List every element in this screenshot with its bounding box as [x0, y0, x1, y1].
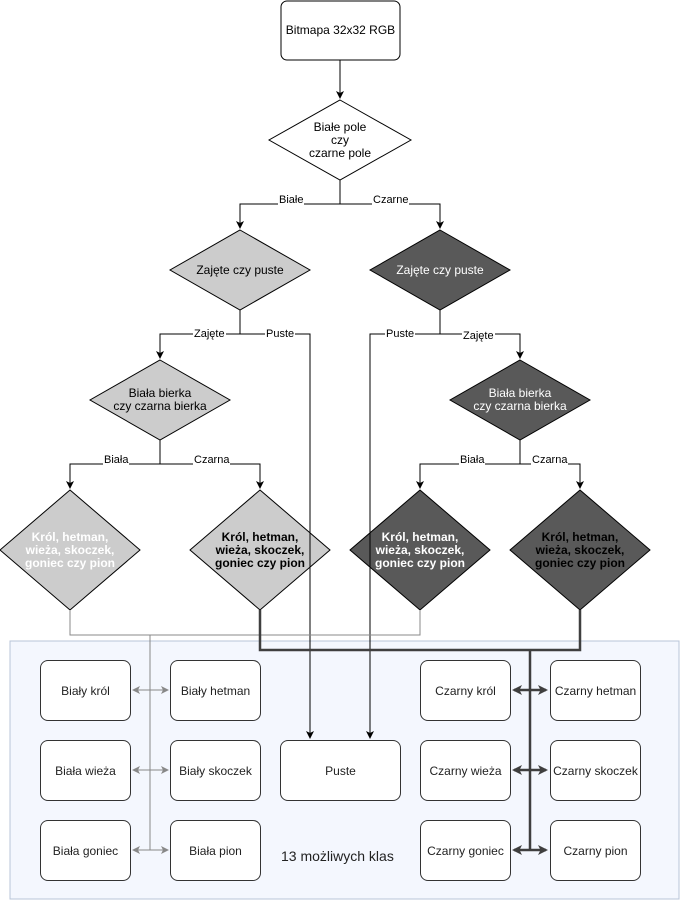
- edge-label-empty-right: Puste: [385, 328, 416, 340]
- class-white-king: Biały król: [40, 660, 131, 721]
- edge-black-pieces-bus: [258, 610, 582, 652]
- edge-label-biala-left: Biała: [103, 454, 130, 466]
- class-black-king: Czarny król: [420, 660, 511, 721]
- edge-label-occupied-left: Zajęte: [193, 328, 226, 340]
- edge-czarna-right: [520, 463, 584, 489]
- edge-label-occupied-right: Zajęte: [462, 330, 495, 342]
- class-white-pawn: Biała pion: [170, 820, 261, 881]
- class-white-bishop: Biała goniec: [40, 820, 131, 881]
- decision-occupied-white-square-label: Zajęte czy puste: [196, 262, 284, 277]
- decision-piece-type-1-label: Król, hetman, wieża, skoczek, goniec czy…: [24, 529, 115, 570]
- edge-empty-left: [240, 333, 314, 739]
- edge-label-white: Białe: [278, 194, 305, 206]
- class-black-queen: Czarny hetman: [550, 660, 641, 721]
- decision-square-color-label: Białe pole czy czarne pole: [308, 119, 372, 160]
- decision-piece-color-right-label: Biała bierka czy czarna bierka: [473, 386, 567, 413]
- decision-piece-type-2-label: Król, hetman, wieża, skoczek, goniec czy…: [214, 529, 305, 570]
- class-black-rook: Czarny wieża: [420, 740, 511, 801]
- decision-piece-type-3-label: Król, hetman, wieża, skoczek, goniec czy…: [374, 529, 465, 570]
- edge-black-branch: [340, 203, 444, 229]
- class-white-rook: Biała wieża: [40, 740, 131, 801]
- classes-caption: 13 możliwych klas: [281, 848, 394, 864]
- class-white-knight: Biały skoczek: [170, 740, 261, 801]
- decision-piece-type-4-label: Król, hetman, wieża, skoczek, goniec czy…: [534, 529, 625, 570]
- edge-label-czarna-left: Czarna: [193, 454, 231, 466]
- class-black-pawn: Czarny pion: [550, 820, 641, 881]
- edge-white-pieces-bus: [69, 610, 421, 636]
- class-empty: Puste: [280, 740, 401, 801]
- start-label: Bitmapa 32x32 RGB: [285, 23, 396, 37]
- class-black-knight: Czarny skoczek: [550, 740, 641, 801]
- decision-piece-color-left-label: Biała bierka czy czarna bierka: [113, 386, 207, 413]
- decision-occupied-black-square-label: Zajęte czy puste: [396, 262, 484, 277]
- edge-label-black: Czarne: [372, 194, 410, 206]
- edge-label-biala-right: Biała: [459, 454, 486, 466]
- edge-label-czarna-right: Czarna: [531, 454, 569, 466]
- class-white-queen: Biały hetman: [170, 660, 261, 721]
- edge-label-empty-left: Puste: [265, 328, 296, 340]
- class-black-bishop: Czarny goniec: [420, 820, 511, 881]
- edge-czarna-left: [160, 463, 264, 489]
